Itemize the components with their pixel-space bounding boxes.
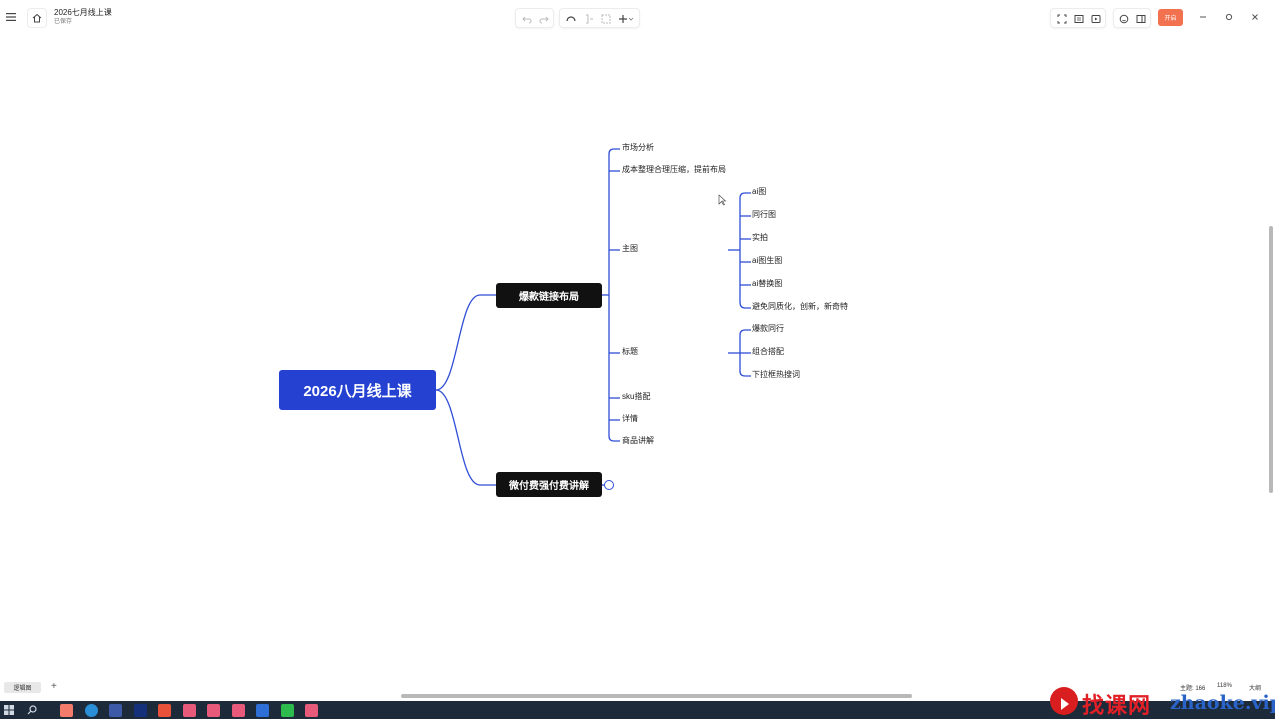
os-taskbar <box>0 701 1275 719</box>
close-icon[interactable] <box>1249 11 1261 23</box>
add-sheet-button[interactable]: + <box>51 681 57 692</box>
subtopic[interactable]: 组合搭配 <box>752 347 784 356</box>
boundary-icon[interactable] <box>601 14 611 24</box>
search-icon[interactable] <box>27 705 37 715</box>
subtopic[interactable]: ai图 <box>752 187 767 196</box>
windows-start-icon[interactable] <box>4 705 14 715</box>
app-icon-4[interactable] <box>134 704 147 717</box>
present-icon[interactable] <box>1091 14 1101 24</box>
app-icon-6[interactable] <box>183 704 196 717</box>
branch-topic[interactable]: 成本整理合理压缩，提前布局 <box>622 165 726 174</box>
branch-topic[interactable]: 详情 <box>622 414 638 423</box>
root-topic[interactable]: 2026八月线上课 <box>279 370 436 410</box>
watermark-logo-icon <box>1050 687 1078 715</box>
subtopic[interactable]: ai替换图 <box>752 279 783 288</box>
outline-toggle[interactable]: 大纲 <box>1249 686 1262 692</box>
app-icon-5[interactable] <box>158 704 171 717</box>
app-icon-11[interactable] <box>305 704 318 717</box>
horizontal-scrollbar[interactable] <box>401 694 912 698</box>
view-tools-group <box>1050 8 1106 28</box>
subtopic[interactable]: 爆款同行 <box>752 324 784 333</box>
undo-icon[interactable] <box>522 14 532 24</box>
main-topic-1[interactable]: 爆款链接布局 <box>496 283 602 308</box>
watermark: 找课网 zhaoke.vip <box>1050 684 1275 719</box>
panel-tools-group <box>1113 8 1151 28</box>
connect-icon[interactable] <box>566 14 576 24</box>
app-icon-9[interactable] <box>256 704 269 717</box>
app-icon-7[interactable] <box>207 704 220 717</box>
fullscreen-icon[interactable] <box>1057 14 1067 24</box>
subtopic[interactable]: ai图生图 <box>752 256 783 265</box>
branch-topic[interactable]: 市场分析 <box>622 143 654 152</box>
wechat-icon[interactable] <box>281 704 294 717</box>
branch-topic[interactable]: 主图 <box>622 244 638 253</box>
app-icon-8[interactable] <box>232 704 245 717</box>
smiley-icon[interactable] <box>1119 14 1129 24</box>
sidebar-icon[interactable] <box>1136 14 1146 24</box>
main-topic-2[interactable]: 微付费强付费讲解 <box>496 472 602 497</box>
browser-icon[interactable] <box>85 704 98 717</box>
subtopic[interactable]: 避免同质化，创新，新奇特 <box>752 302 848 311</box>
summary-icon[interactable] <box>584 14 594 24</box>
open-button[interactable]: 开启 <box>1158 9 1183 26</box>
branch-topic[interactable]: 标题 <box>622 347 638 356</box>
watermark-en: zhaoke.vip <box>1170 692 1275 714</box>
collapse-toggle[interactable] <box>604 480 614 490</box>
add-chevron-icon[interactable] <box>618 14 634 24</box>
outline-view-icon[interactable] <box>1074 14 1084 24</box>
document-title[interactable]: 2026七月线上课 <box>54 8 112 17</box>
topic-count: 主题: 166 <box>1180 686 1206 692</box>
menu-icon[interactable] <box>4 10 18 24</box>
sheet-tab[interactable]: 逻辑图 <box>4 682 41 693</box>
top-toolbar: 2026七月线上课 已保存 开启 <box>0 0 1275 36</box>
zoom-level[interactable]: 118% <box>1217 683 1232 689</box>
status-bar: 逻辑图 + 主题: 166 118% 大纲 <box>0 681 1275 701</box>
app-icon-3[interactable] <box>109 704 122 717</box>
mindmap-canvas[interactable]: 2026八月线上课 爆款链接布局 微付费强付费讲解 市场分析 成本整理合理压缩，… <box>0 36 1275 681</box>
redo-icon[interactable] <box>539 14 549 24</box>
branch-topic[interactable]: sku搭配 <box>622 392 651 401</box>
insert-tools-group <box>559 8 640 28</box>
home-icon[interactable] <box>27 8 47 28</box>
watermark-cn: 找课网 <box>1082 693 1152 719</box>
vertical-scrollbar[interactable] <box>1269 226 1273 493</box>
restore-icon[interactable] <box>1223 11 1235 23</box>
mouse-cursor <box>718 194 727 206</box>
subtopic[interactable]: 实拍 <box>752 233 768 242</box>
undo-redo-group <box>515 8 554 28</box>
connector-lines <box>435 148 751 486</box>
branch-topic[interactable]: 商品讲解 <box>622 436 654 445</box>
subtopic[interactable]: 下拉框热搜词 <box>752 370 800 379</box>
app-icon-1[interactable] <box>60 704 73 717</box>
subtopic[interactable]: 同行图 <box>752 210 776 219</box>
save-status: 已保存 <box>54 19 73 25</box>
minimize-icon[interactable] <box>1197 11 1209 23</box>
